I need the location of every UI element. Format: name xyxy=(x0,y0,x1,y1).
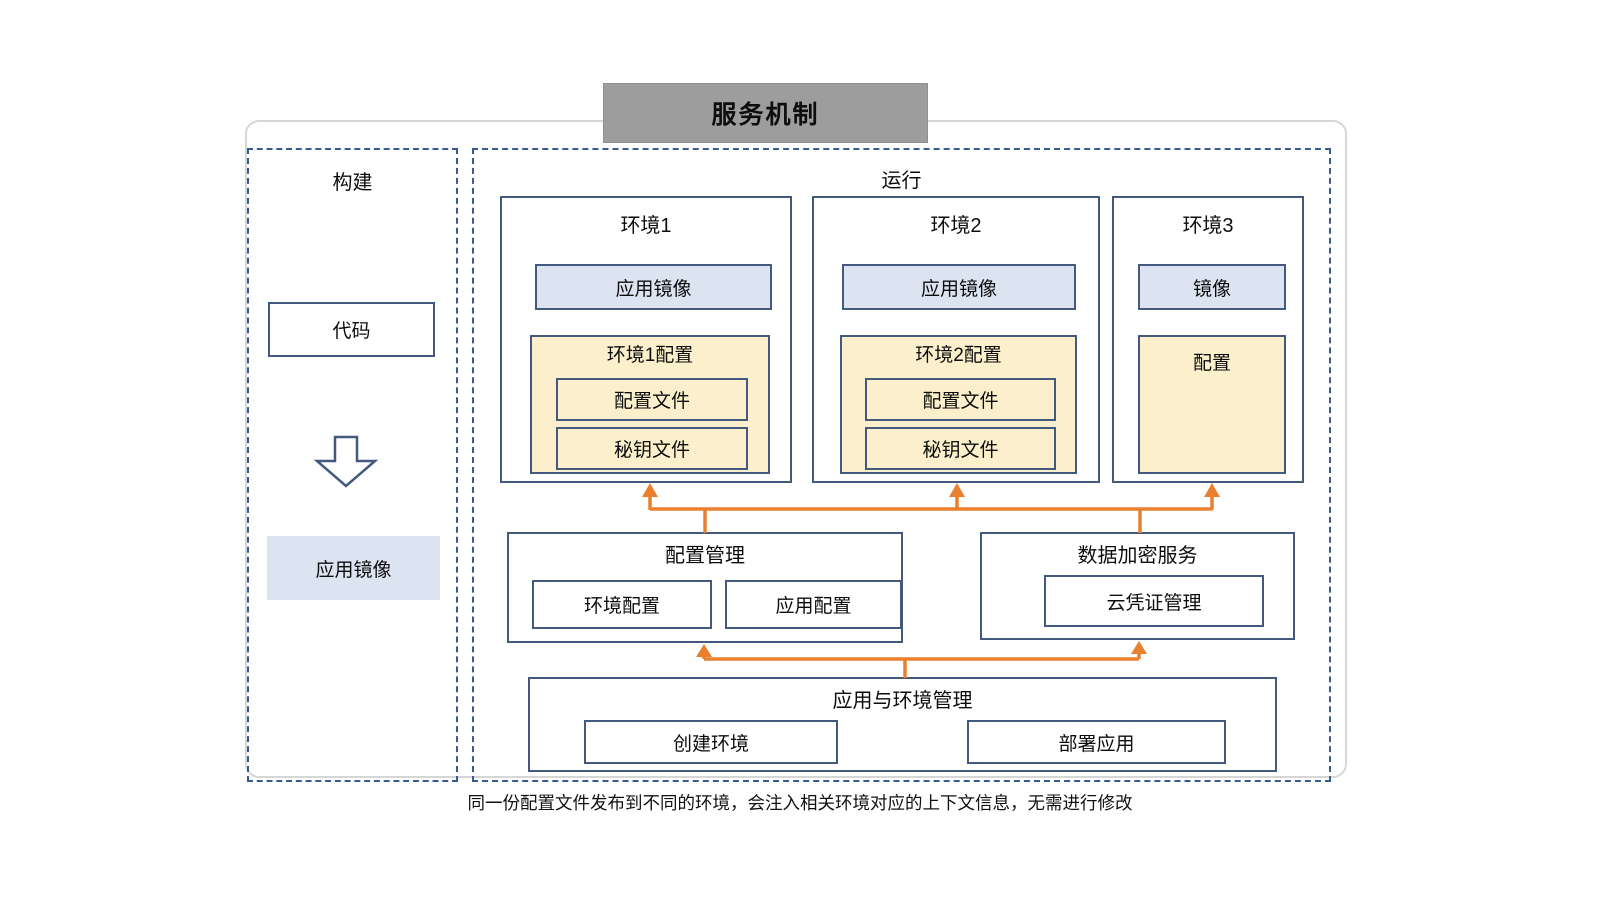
build-panel: 构建 xyxy=(247,148,458,782)
env3-config-box: 配置 xyxy=(1138,335,1286,474)
encryption-service-box: 数据加密服务 云凭证管理 xyxy=(980,532,1295,640)
env-config-box: 环境配置 xyxy=(532,580,712,629)
env3-config-title: 配置 xyxy=(1192,353,1231,374)
build-panel-label: 构建 xyxy=(332,172,373,194)
env-config-label: 环境配置 xyxy=(583,596,660,617)
env1-config-title: 环境1配置 xyxy=(606,345,694,366)
env2-config-box: 环境2配置 配置文件 秘钥文件 xyxy=(840,335,1077,474)
create-env-box: 创建环境 xyxy=(584,720,838,764)
app-env-management-box: 应用与环境管理 创建环境 部署应用 xyxy=(528,677,1277,772)
env2-secret-file-label: 秘钥文件 xyxy=(922,440,999,461)
env2-config-file-label: 配置文件 xyxy=(922,391,999,412)
create-env-label: 创建环境 xyxy=(672,733,749,755)
env1-secret-file-label: 秘钥文件 xyxy=(613,440,690,461)
env1-config-file-label: 配置文件 xyxy=(613,391,690,412)
code-box: 代码 xyxy=(268,302,435,357)
cloud-credential-label: 云凭证管理 xyxy=(1106,592,1202,614)
code-box-label: 代码 xyxy=(332,321,371,342)
run-panel: 运行 xyxy=(472,148,1331,782)
env1-config-box: 环境1配置 配置文件 秘钥文件 xyxy=(530,335,770,474)
encryption-service-title: 数据加密服务 xyxy=(1077,545,1198,567)
env3-box: 环境3 镜像 配置 xyxy=(1112,196,1304,483)
env3-title: 环境3 xyxy=(1182,215,1234,237)
caption-text: 同一份配置文件发布到不同的环境，会注入相关环境对应的上下文信息，无需进行修改 xyxy=(467,793,1133,813)
diagram-title: 服务机制 xyxy=(603,83,928,143)
env3-image-box: 镜像 xyxy=(1138,264,1286,310)
env2-secret-file-box: 秘钥文件 xyxy=(865,427,1056,470)
env1-box: 环境1 应用镜像 环境1配置 配置文件 秘钥文件 xyxy=(500,196,792,483)
env2-app-image-label: 应用镜像 xyxy=(920,278,997,300)
config-management-title: 配置管理 xyxy=(665,545,745,567)
env1-config-file-box: 配置文件 xyxy=(556,378,748,421)
env2-config-title: 环境2配置 xyxy=(915,345,1002,366)
deploy-app-box: 部署应用 xyxy=(967,720,1226,764)
env1-app-image-box: 应用镜像 xyxy=(535,264,772,310)
cloud-credential-box: 云凭证管理 xyxy=(1044,575,1264,627)
env3-image-label: 镜像 xyxy=(1192,278,1231,300)
env1-app-image-label: 应用镜像 xyxy=(615,278,692,300)
app-env-management-title: 应用与环境管理 xyxy=(832,690,973,712)
run-panel-label: 运行 xyxy=(881,170,922,192)
env1-title: 环境1 xyxy=(620,215,672,237)
deploy-app-label: 部署应用 xyxy=(1058,733,1135,755)
env2-config-file-box: 配置文件 xyxy=(865,378,1056,421)
build-app-image-box: 应用镜像 xyxy=(267,536,440,600)
env1-secret-file-box: 秘钥文件 xyxy=(556,427,748,470)
env2-title: 环境2 xyxy=(930,215,982,237)
env2-app-image-box: 应用镜像 xyxy=(842,264,1076,310)
config-management-box: 配置管理 环境配置 应用配置 xyxy=(507,532,903,643)
app-config-box: 应用配置 xyxy=(725,580,902,629)
build-app-image-label: 应用镜像 xyxy=(315,559,392,581)
app-config-label: 应用配置 xyxy=(775,596,852,617)
env2-box: 环境2 应用镜像 环境2配置 配置文件 秘钥文件 xyxy=(812,196,1100,483)
